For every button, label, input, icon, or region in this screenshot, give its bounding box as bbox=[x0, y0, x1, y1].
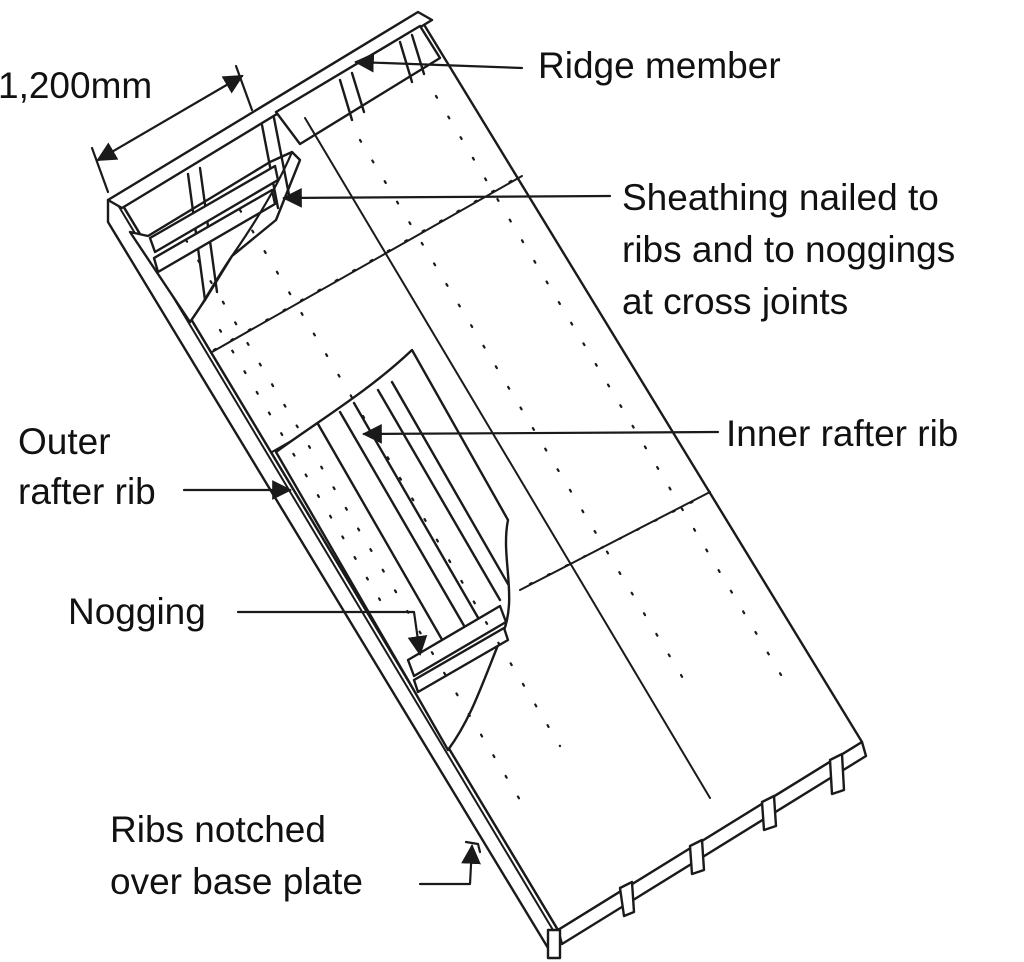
inner-rafter-rib-left-edge bbox=[316, 422, 450, 652]
sheathing-label-line1: Sheathing nailed to bbox=[622, 177, 939, 218]
nail-rows bbox=[184, 94, 792, 802]
outer-rafter-rib-label-line2: rafter rib bbox=[18, 471, 156, 512]
inner-rafter-rib-label: Inner rafter rib bbox=[726, 413, 958, 454]
dimension-label: 1,200mm bbox=[0, 65, 152, 106]
sheathing-label-line2: ribs and to noggings bbox=[622, 229, 955, 270]
callout-outer-rafter-rib: Outer rafter rib bbox=[18, 421, 292, 512]
roof-panel bbox=[106, 10, 868, 960]
sheathing-label-line3: at cross joints bbox=[622, 281, 848, 322]
ridge-member-label: Ridge member bbox=[538, 45, 781, 86]
outer-rafter-rib-label-line1: Outer bbox=[18, 421, 111, 462]
callout-inner-rafter-rib: Inner rafter rib bbox=[362, 413, 958, 454]
callout-ridge-member: Ridge member bbox=[354, 45, 781, 86]
sheathing-surface bbox=[120, 16, 864, 932]
nogging bbox=[406, 604, 508, 678]
callout-ribs-notched: Ribs notched over base plate bbox=[110, 809, 481, 902]
callout-nogging: Nogging bbox=[68, 591, 428, 656]
callout-sheathing: Sheathing nailed to ribs and to noggings… bbox=[282, 177, 955, 322]
rib-ends bbox=[546, 752, 846, 960]
ribs-notched-label-line1: Ribs notched bbox=[110, 809, 326, 850]
ribs-notched-label-line2: over base plate bbox=[110, 861, 363, 902]
dimension-1200mm: 1,200mm bbox=[0, 64, 254, 194]
nogging-label: Nogging bbox=[68, 591, 206, 632]
